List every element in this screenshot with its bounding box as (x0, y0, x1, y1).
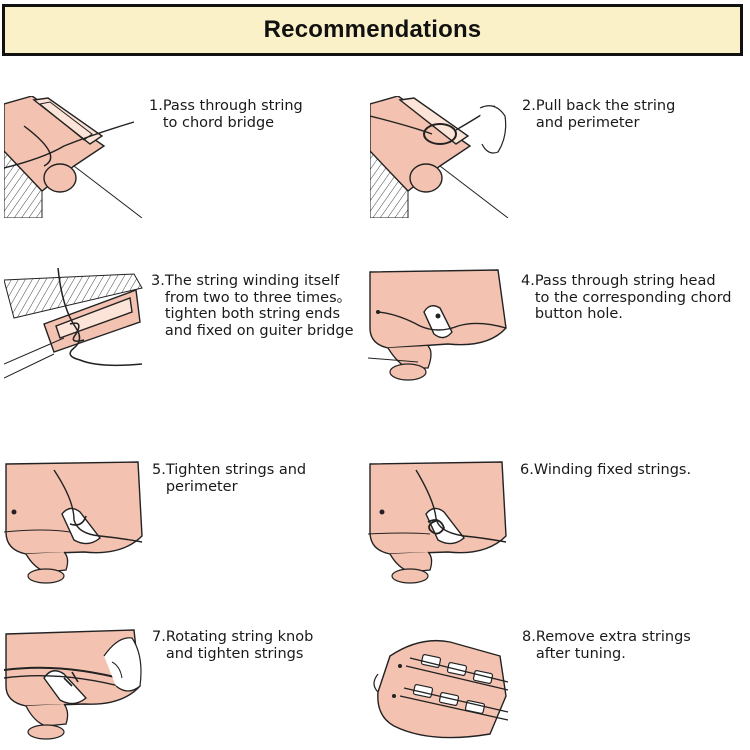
rotate-knob-tighten-illustration (4, 629, 142, 740)
string-tighten-perimeter-illustration (4, 461, 143, 584)
winding-fixed-strings-illustration (368, 461, 507, 584)
headstock-trim-strings-illustration (373, 639, 509, 739)
string-winding-knot-illustration (4, 268, 143, 379)
headstock-hole-illustration (368, 269, 507, 381)
step-4: 4.Pass through string head to the corres… (368, 268, 750, 388)
step-3-caption: 3.The string winding itself from two to … (151, 273, 354, 339)
step-8-caption: 8.Remove extra strings after tuning. (522, 629, 691, 662)
header-bar: Recommendations (2, 4, 743, 56)
step-5: 5.Tighten strings and perimeter (4, 460, 374, 585)
step-7-caption: 7.Rotating string knob and tighten strin… (152, 629, 314, 662)
step-3: 3.The string winding itself from two to … (4, 268, 374, 383)
step-5-caption: 5.Tighten strings and perimeter (152, 462, 307, 495)
step-1: 1.Pass through string to chord bridge (4, 96, 374, 221)
step-6: 6.Winding fixed strings. (368, 460, 748, 585)
step-6-caption: 6.Winding fixed strings. (520, 462, 692, 478)
page-title: Recommendations (263, 16, 482, 43)
step-2-caption: 2.Pull back the string and perimeter (522, 98, 676, 131)
step-4-caption: 4.Pass through string head to the corres… (521, 273, 732, 322)
step-7: 7.Rotating string knob and tighten strin… (4, 626, 374, 748)
string-pull-back-illustration (370, 96, 509, 218)
step-1-caption: 1.Pass through string to chord bridge (149, 98, 303, 131)
step-2: 2.Pull back the string and perimeter (370, 96, 745, 221)
bridge-string-insert-illustration (4, 96, 143, 218)
step-8: 8.Remove extra strings after tuning. (370, 626, 748, 748)
